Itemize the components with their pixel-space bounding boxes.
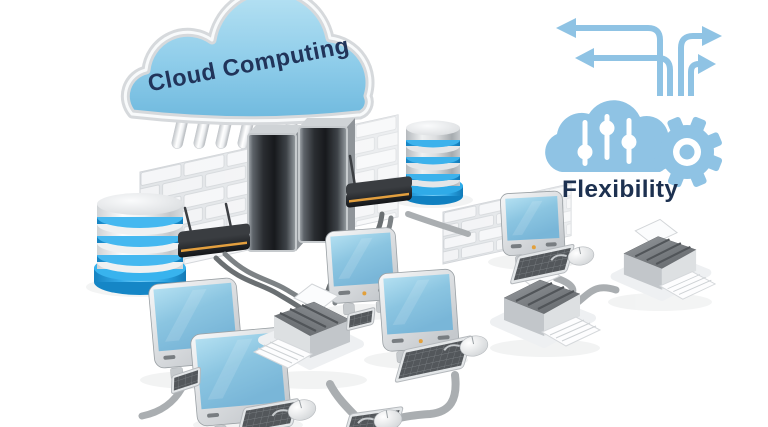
printer-left bbox=[252, 283, 364, 370]
database-right bbox=[403, 120, 463, 205]
desktop-monitor-5 bbox=[500, 190, 566, 267]
monitor-screen bbox=[330, 232, 394, 287]
keyboard-small-left bbox=[170, 366, 201, 394]
cloud: Cloud Computing bbox=[120, 0, 375, 126]
printer-right bbox=[610, 218, 717, 302]
keyboard-small-center bbox=[345, 307, 376, 331]
desktop-monitor-4 bbox=[378, 268, 460, 363]
router-right bbox=[346, 154, 412, 208]
cloud-sliders-gear-icon bbox=[545, 100, 723, 188]
arrow-heads bbox=[556, 18, 722, 74]
mouse-1 bbox=[271, 399, 317, 421]
server-tower-2 bbox=[298, 118, 355, 243]
gear-icon bbox=[651, 116, 723, 188]
flexibility-caption: Flexibility bbox=[562, 176, 678, 203]
router-antenna bbox=[348, 154, 357, 188]
monitor-screen bbox=[383, 274, 454, 335]
monitor-screen bbox=[505, 196, 560, 241]
server-tower-1 bbox=[247, 125, 304, 252]
mouse-4 bbox=[550, 246, 595, 266]
mouse-3 bbox=[443, 335, 489, 357]
slider-controls bbox=[577, 114, 637, 166]
keyboard-bottom-left bbox=[237, 398, 299, 427]
router-left bbox=[178, 202, 250, 258]
branch-arrows-icon bbox=[556, 18, 722, 96]
database-left bbox=[94, 193, 186, 295]
mouse-2 bbox=[357, 409, 403, 427]
